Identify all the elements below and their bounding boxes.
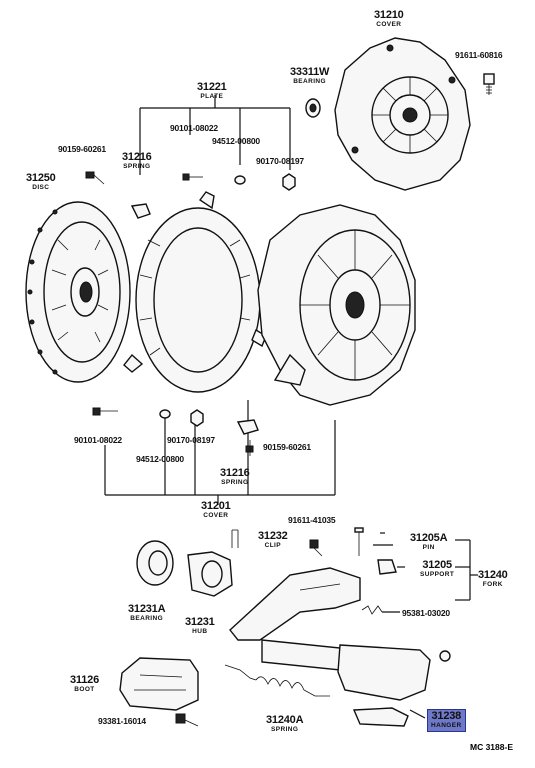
- pressure-plate-part: [123, 191, 267, 393]
- label-spring-low-number: 31240A: [266, 714, 304, 726]
- label-pin-number: 31205A: [410, 532, 448, 544]
- label-plate-number: 31221: [197, 81, 227, 93]
- label-hanger-name: HANGER: [431, 722, 462, 729]
- bolt-91611-41035-part: [309, 539, 323, 557]
- part-no-p8: 90159-60261: [263, 442, 311, 452]
- label-support-number: 31205: [422, 559, 452, 571]
- label-hub-name: HUB: [192, 628, 208, 635]
- label-spring-low-name: SPRING: [271, 726, 299, 733]
- label-cover-mid-name: COVER: [203, 512, 229, 519]
- part-no-p2: 90159-60261: [58, 144, 106, 154]
- bolt-93381-part: [175, 713, 199, 727]
- release-fork-part: [229, 567, 361, 641]
- slave-cylinder-part: [261, 639, 451, 701]
- label-boot-number: 31126: [70, 674, 99, 686]
- label-bearing-top-number: 33311W: [290, 66, 330, 78]
- label-disc-number: 31250: [26, 172, 56, 184]
- label-fork-number: 31240: [478, 569, 508, 581]
- boot-part: [119, 657, 199, 711]
- release-bearing-part: [136, 540, 174, 586]
- support-part: [377, 559, 397, 575]
- pilot-bearing-part: [305, 98, 321, 118]
- label-support-name: SUPPORT: [420, 571, 455, 578]
- label-spring-top-name: SPRING: [123, 163, 151, 170]
- clutch-disc-part: [25, 201, 131, 383]
- label-bearing-top-name: BEARING: [293, 78, 326, 85]
- bolt-90159-low-part: [245, 440, 254, 456]
- label-disc-name: DISC: [32, 184, 50, 191]
- part-no-p12: 93381-16014: [98, 716, 146, 726]
- part-no-p10: 91611-41035: [288, 515, 336, 525]
- label-fork-name: FORK: [482, 581, 503, 588]
- part-no-p9: 94512-00800: [136, 454, 184, 464]
- nut-90170-low-part: [190, 409, 204, 427]
- label-bearing-low-number: 31231A: [128, 603, 166, 615]
- clip-part: [231, 529, 239, 548]
- label-clip-number: 31232: [258, 530, 288, 542]
- label-clip-name: CLIP: [264, 542, 281, 549]
- label-bearing-low-name: BEARING: [130, 615, 164, 622]
- washer-94512-low-part: [159, 409, 171, 419]
- part-no-p7: 90170-08197: [167, 435, 215, 445]
- label-plate-name: PLATE: [200, 93, 224, 100]
- part-no-p5: 90170-08197: [256, 156, 304, 166]
- spring-mid-part: [236, 419, 259, 435]
- label-hanger-number: 31238: [431, 710, 462, 722]
- part-no-p1: 91611-60816: [455, 50, 503, 60]
- nut-90170-top-part: [282, 173, 296, 191]
- part-no-p3: 90101-08022: [170, 123, 218, 133]
- label-spring-mid-number: 31216: [220, 467, 250, 479]
- part-no-p6: 90101-08022: [74, 435, 122, 445]
- pin-part: [354, 527, 364, 556]
- label-hub-number: 31231: [185, 616, 215, 628]
- cover-top-part: [334, 37, 471, 191]
- leader-lines: [104, 95, 478, 719]
- bolt-91611-60816-part: [483, 73, 495, 95]
- part-no-p11: 95381-03020: [402, 608, 450, 618]
- label-cover-mid-number: 31201: [201, 500, 231, 512]
- diagram-code: MC 3188-E: [470, 742, 513, 752]
- spring-95381-part: [361, 605, 383, 615]
- bolt-90101-low-part: [92, 407, 118, 416]
- label-boot-name: BOOT: [74, 686, 95, 693]
- washer-94512-top-part: [234, 175, 246, 185]
- label-spring-top-number: 31216: [122, 151, 152, 163]
- bolt-90101-top-part: [182, 173, 203, 181]
- label-cover-top-number: 31210: [374, 9, 404, 21]
- bearing-hub-part: [187, 551, 233, 597]
- clutch-cover-part: [257, 204, 416, 406]
- bolt-90159-top-part: [85, 171, 105, 185]
- label-cover-top-name: COVER: [376, 21, 402, 28]
- part-no-p4: 94512-00800: [212, 136, 260, 146]
- label-pin-name: PIN: [422, 544, 435, 551]
- spring-top-part: [130, 203, 151, 219]
- hanger-part: [352, 707, 409, 727]
- label-spring-mid-name: SPRING: [221, 479, 249, 486]
- return-spring-part: [224, 664, 330, 697]
